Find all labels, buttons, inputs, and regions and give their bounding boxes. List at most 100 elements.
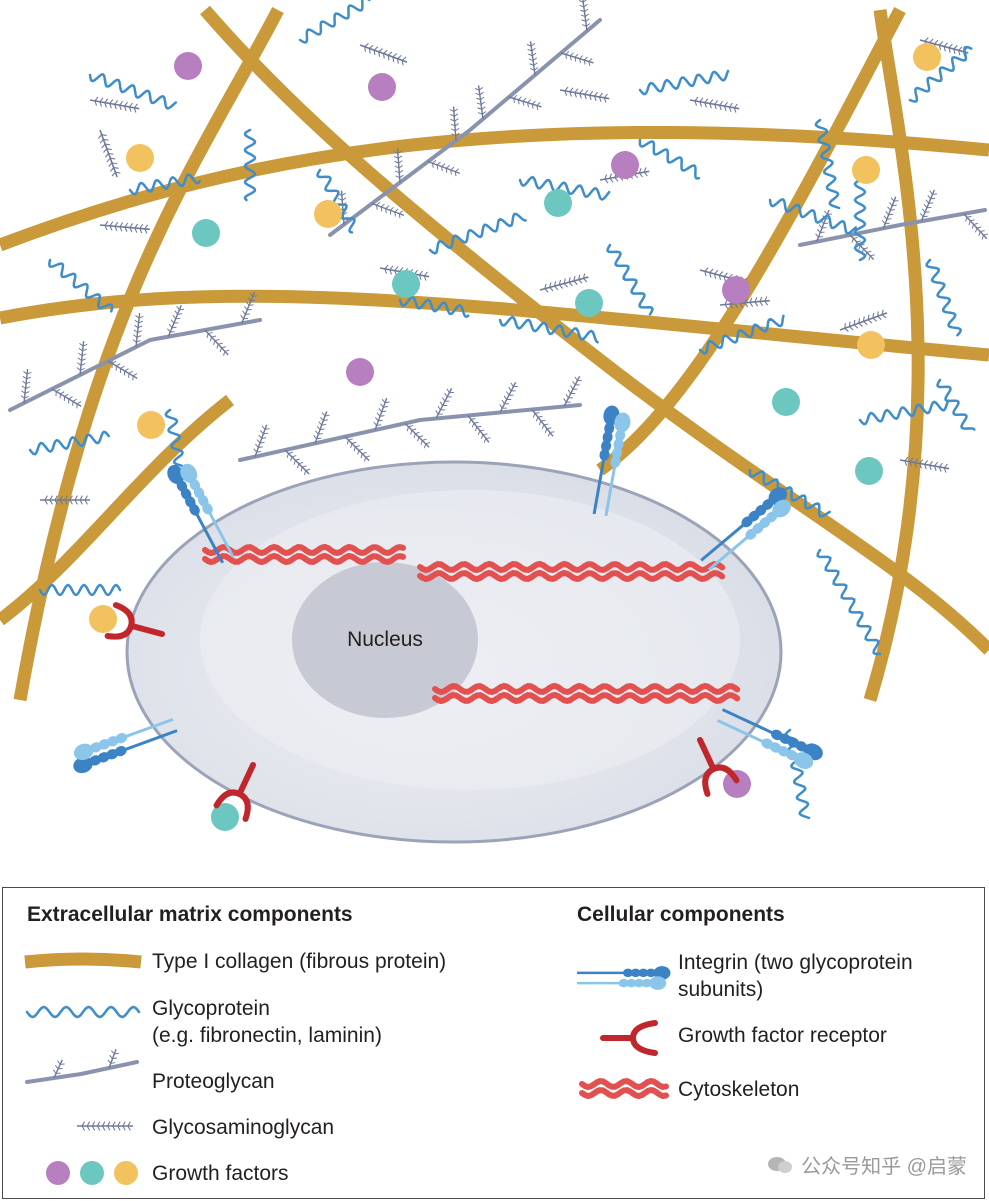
integrins	[73, 405, 823, 774]
glycoprotein	[298, 0, 371, 44]
glycosaminoglycan	[815, 209, 832, 242]
growth-factor	[314, 200, 342, 228]
watermark: 公众号知乎 @启蒙	[767, 1150, 967, 1179]
glycosaminoglycan	[99, 220, 150, 234]
glycosaminoglycan	[435, 387, 454, 419]
glycoprotein	[816, 548, 882, 656]
collagen-fiber	[0, 125, 989, 252]
collagen-fiber	[863, 9, 925, 702]
growth-factor	[852, 156, 880, 184]
growth-factor	[722, 276, 750, 304]
growth-factor-receptor	[213, 762, 256, 822]
integrin	[577, 966, 671, 990]
glycosaminoglycan	[689, 96, 740, 113]
glycoprotein	[88, 73, 178, 110]
collagen-fiber	[596, 6, 906, 476]
integrin	[716, 708, 823, 769]
nucleus	[292, 562, 478, 718]
growth-factor	[855, 457, 883, 485]
growth-factors-label: Growth factors	[152, 1162, 289, 1185]
glycoprotein	[936, 378, 976, 431]
glycosaminoglycan	[839, 309, 888, 333]
glycosaminoglycan	[393, 148, 404, 183]
glycosaminoglycan	[166, 304, 184, 337]
glycosaminoglycan	[97, 129, 121, 178]
glycoprotein	[243, 128, 257, 202]
collagen-fibers	[0, 5, 989, 702]
growth-factor-receptor-label: Growth factor receptor	[678, 1024, 887, 1047]
ecm-heading: Extracellular matrix components	[27, 903, 353, 926]
glycoprotein-icon	[25, 1005, 141, 1019]
glycosaminoglycan	[107, 360, 138, 381]
glycoprotein	[606, 243, 654, 316]
collagen-fiber	[13, 7, 284, 702]
growth-factor	[772, 388, 800, 416]
proteoglycan	[798, 189, 989, 261]
growth-factor-receptor	[697, 737, 740, 797]
glycosaminoglycan	[313, 411, 330, 444]
glycosaminoglycan-icon	[77, 1121, 133, 1131]
growth-factor	[575, 289, 603, 317]
cytoskeleton-filament	[202, 543, 406, 566]
growth-factor	[137, 411, 165, 439]
integrin-icon	[577, 966, 671, 990]
glycoprotein	[858, 399, 950, 426]
glycosaminoglycan	[76, 341, 88, 376]
glycosaminoglycan	[107, 1049, 119, 1069]
proteoglycan-icon	[25, 1049, 139, 1084]
glycosaminoglycan	[526, 41, 539, 76]
cytoskeleton-filament	[432, 682, 741, 705]
cytoskeleton-icon	[579, 1078, 669, 1100]
collagen-fiber	[0, 394, 234, 626]
glycosaminoglycan	[89, 96, 140, 113]
growth-factor	[544, 189, 572, 217]
glycosaminoglycan	[132, 313, 144, 348]
growth-factor	[913, 43, 941, 71]
glycoprotein	[518, 175, 611, 201]
glycosaminoglycan	[240, 291, 258, 324]
glycosaminoglycan	[284, 449, 311, 475]
glycosaminoglycan	[578, 0, 591, 32]
glycosaminoglycan	[77, 1121, 133, 1131]
glycoprotein	[428, 212, 527, 255]
integrin-label: Integrin (two glycoprotein	[678, 951, 913, 974]
glycosaminoglycan	[559, 86, 610, 103]
glycoprotein-label: Glycoprotein	[152, 997, 270, 1020]
watermark-text: 公众号知乎 @启蒙	[801, 1156, 967, 1178]
nucleus-label: Nucleus	[347, 628, 423, 651]
cytoskeleton-filament	[417, 560, 726, 583]
growth-factor	[723, 770, 751, 798]
glycosaminoglycan	[563, 375, 582, 407]
cytoskeleton-filament	[579, 1078, 669, 1100]
proteoglycan	[238, 375, 582, 475]
proteoglycan	[8, 291, 262, 412]
glycosaminoglycan	[881, 196, 899, 229]
integrin	[73, 717, 178, 774]
glycoprotein	[398, 295, 470, 318]
collagen-fiber	[0, 289, 989, 362]
cell: Nucleus	[125, 460, 783, 844]
glycoprotein	[748, 468, 831, 518]
glycoprotein	[38, 583, 122, 597]
chat-bubble-icon	[767, 1155, 793, 1175]
glycosaminoglycan	[373, 397, 390, 431]
cytoskeleton-filaments	[202, 543, 741, 705]
collagen-fiber-icon	[24, 952, 142, 969]
glycosaminoglycan	[253, 424, 270, 457]
glycosaminoglycan	[560, 50, 594, 67]
glycoprotein-label-examples: (e.g. fibronectin, laminin)	[152, 1024, 382, 1047]
legend: Extracellular matrix components Cellular…	[2, 887, 985, 1199]
integrin	[592, 405, 631, 517]
growth-factor	[192, 219, 220, 247]
glycosaminoglycan	[427, 159, 461, 177]
cellular-heading: Cellular components	[577, 903, 785, 926]
growth-factor	[857, 331, 885, 359]
glycosaminoglycan	[849, 234, 875, 261]
glycoprotein	[698, 314, 785, 355]
glycoprotein	[638, 138, 701, 180]
glycoprotein	[853, 178, 867, 262]
glycosaminoglycan	[20, 369, 32, 404]
integrin	[700, 487, 791, 571]
growth-factor-receptor-icon	[600, 1020, 658, 1056]
glycosaminoglycan	[508, 94, 542, 111]
